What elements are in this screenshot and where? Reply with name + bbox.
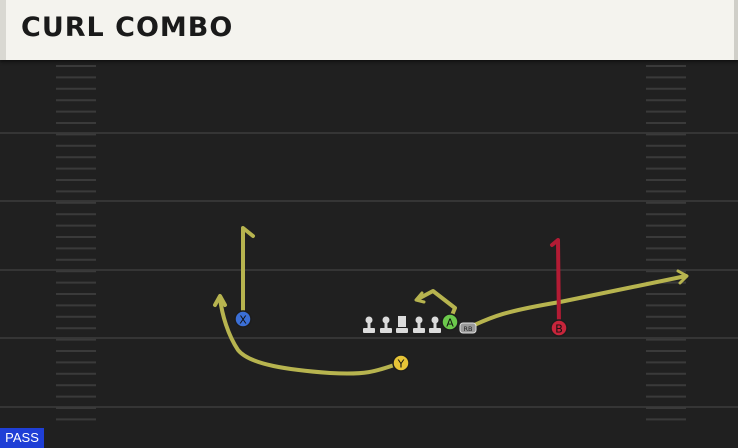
rb-marker: RB <box>459 322 477 334</box>
center-lineman-icon <box>396 316 408 333</box>
b-button-icon <box>550 319 568 337</box>
y-button-label: Y <box>397 358 405 371</box>
player-b[interactable]: B <box>550 319 568 337</box>
lineman-icon <box>363 316 375 333</box>
b-button-label: B <box>555 323 563 336</box>
offensive-line <box>363 316 441 333</box>
yard-lines <box>0 132 738 408</box>
rb-label: RB <box>464 325 473 333</box>
x-button-label: X <box>239 314 247 327</box>
lineman-icon <box>380 316 392 333</box>
lineman-icon <box>429 316 441 333</box>
a-route-arrow <box>414 291 426 304</box>
x-button-icon <box>234 310 252 328</box>
a-button-icon <box>441 313 459 331</box>
football-field <box>0 60 738 448</box>
player-a[interactable]: A <box>441 313 459 331</box>
play-type-badge: PASS <box>0 428 44 448</box>
y-button-icon <box>392 354 410 372</box>
lineman-icon <box>413 316 425 333</box>
y-route <box>218 296 402 376</box>
player-y[interactable]: Y <box>392 354 410 372</box>
play-header: CURL COMBO <box>0 0 738 60</box>
play-title: CURL COMBO <box>21 12 234 43</box>
y-route-arrow <box>213 294 227 307</box>
a-button-label: A <box>446 317 454 330</box>
player-x[interactable]: X <box>234 310 252 328</box>
rb-route <box>468 274 688 329</box>
hash-marks <box>56 65 686 421</box>
b-route <box>550 238 561 329</box>
rb-route-arrow <box>676 269 689 285</box>
x-route <box>241 226 255 320</box>
